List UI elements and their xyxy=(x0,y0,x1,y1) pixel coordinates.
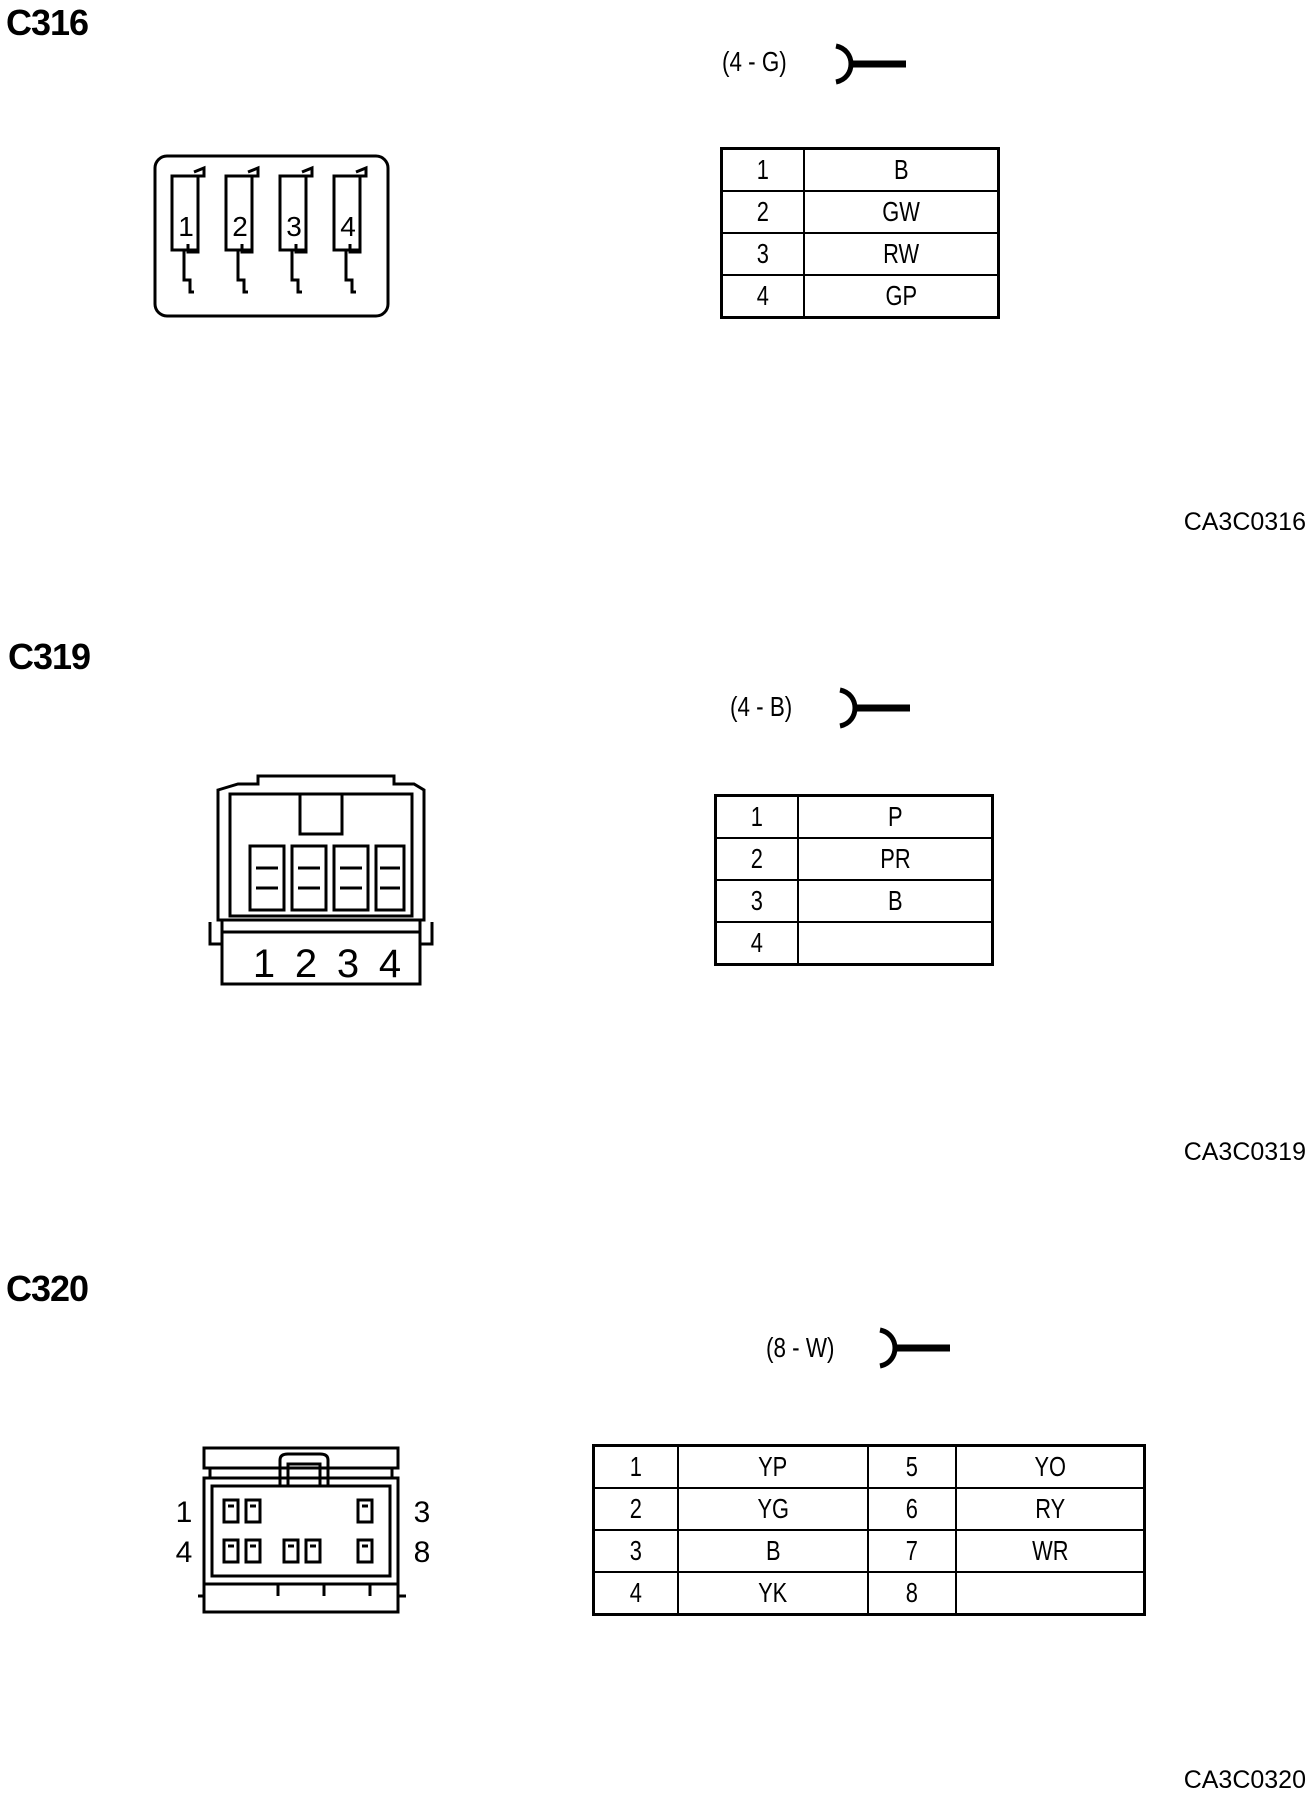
figure-code-c316: CA3C0316 xyxy=(1183,508,1306,536)
pin-number: 3 xyxy=(714,879,799,923)
figure-code-c319: CA3C0319 xyxy=(1183,1138,1306,1166)
face-label: 4 xyxy=(176,1536,193,1569)
wire-color: YG xyxy=(677,1487,869,1531)
wire-color xyxy=(955,1571,1146,1616)
female-terminal-icon xyxy=(835,43,906,85)
pin-number: 7 xyxy=(867,1529,957,1573)
table-row: 2 YG 6 RY xyxy=(592,1487,1146,1531)
connector-spec-c320: (8 - W) xyxy=(766,1332,835,1363)
wire-color: GP xyxy=(803,274,1000,319)
pin-number: 1 xyxy=(720,147,805,192)
pin-number: 3 xyxy=(592,1529,679,1573)
face-label: 2 xyxy=(295,942,317,986)
pin-number: 4 xyxy=(592,1571,679,1616)
table-row: 1 YP 5 YO xyxy=(592,1444,1146,1489)
pin-number: 1 xyxy=(714,794,799,839)
connector-face-c319: 1 2 3 4 xyxy=(208,774,434,986)
pin-number: 1 xyxy=(592,1444,679,1489)
face-label: 2 xyxy=(232,211,248,242)
table-row: 4 xyxy=(714,921,994,966)
female-terminal-icon xyxy=(839,687,910,729)
face-label: 4 xyxy=(379,942,401,986)
connector-title-c320: C320 xyxy=(6,1268,89,1309)
female-terminal-icon xyxy=(879,1327,950,1369)
wire-color: PR xyxy=(797,837,994,881)
pin-number: 2 xyxy=(720,190,805,234)
wire-color: RW xyxy=(803,232,1000,276)
pin-table-c320: 1 YP 5 YO 2 YG 6 RY 3 B 7 WR 4 YK 8 xyxy=(592,1444,1146,1616)
face-label: 1 xyxy=(253,942,275,986)
wire-color: B xyxy=(677,1529,869,1573)
face-label: 3 xyxy=(337,942,359,986)
face-label: 3 xyxy=(286,211,302,242)
connector-spec-c319: (4 - B) xyxy=(730,691,793,722)
wire-color: YO xyxy=(955,1444,1146,1489)
face-label: 3 xyxy=(414,1496,431,1529)
pin-number: 6 xyxy=(867,1487,957,1531)
pin-number: 8 xyxy=(867,1571,957,1616)
wire-color xyxy=(797,921,994,966)
wire-color: YK xyxy=(677,1571,869,1616)
face-label: 8 xyxy=(414,1536,431,1569)
pin-number: 3 xyxy=(720,232,805,276)
pin-number: 2 xyxy=(714,837,799,881)
face-label: 1 xyxy=(178,211,194,242)
connector-face-c316: 1 2 3 4 xyxy=(153,154,390,318)
wire-color: GW xyxy=(803,190,1000,234)
connector-title-c316: C316 xyxy=(6,2,89,43)
pin-number: 4 xyxy=(714,921,799,966)
wire-color: WR xyxy=(955,1529,1146,1573)
table-row: 4 YK 8 xyxy=(592,1571,1146,1616)
pin-number: 2 xyxy=(592,1487,679,1531)
connector-title-c319: C319 xyxy=(8,636,91,677)
connector-spec-c316: (4 - G) xyxy=(722,46,787,77)
figure-code-c320: CA3C0320 xyxy=(1183,1766,1306,1794)
wire-color: YP xyxy=(677,1444,869,1489)
table-row: 3 B 7 WR xyxy=(592,1529,1146,1573)
connector-face-c320: 1 3 4 8 xyxy=(176,1446,431,1614)
pin-number: 5 xyxy=(867,1444,957,1489)
wire-color: B xyxy=(797,879,994,923)
pin-number: 4 xyxy=(720,274,805,319)
wire-color: P xyxy=(797,794,994,839)
wire-color: B xyxy=(803,147,1000,192)
wire-color: RY xyxy=(955,1487,1146,1531)
face-label: 1 xyxy=(176,1496,193,1529)
face-label: 4 xyxy=(340,211,356,242)
